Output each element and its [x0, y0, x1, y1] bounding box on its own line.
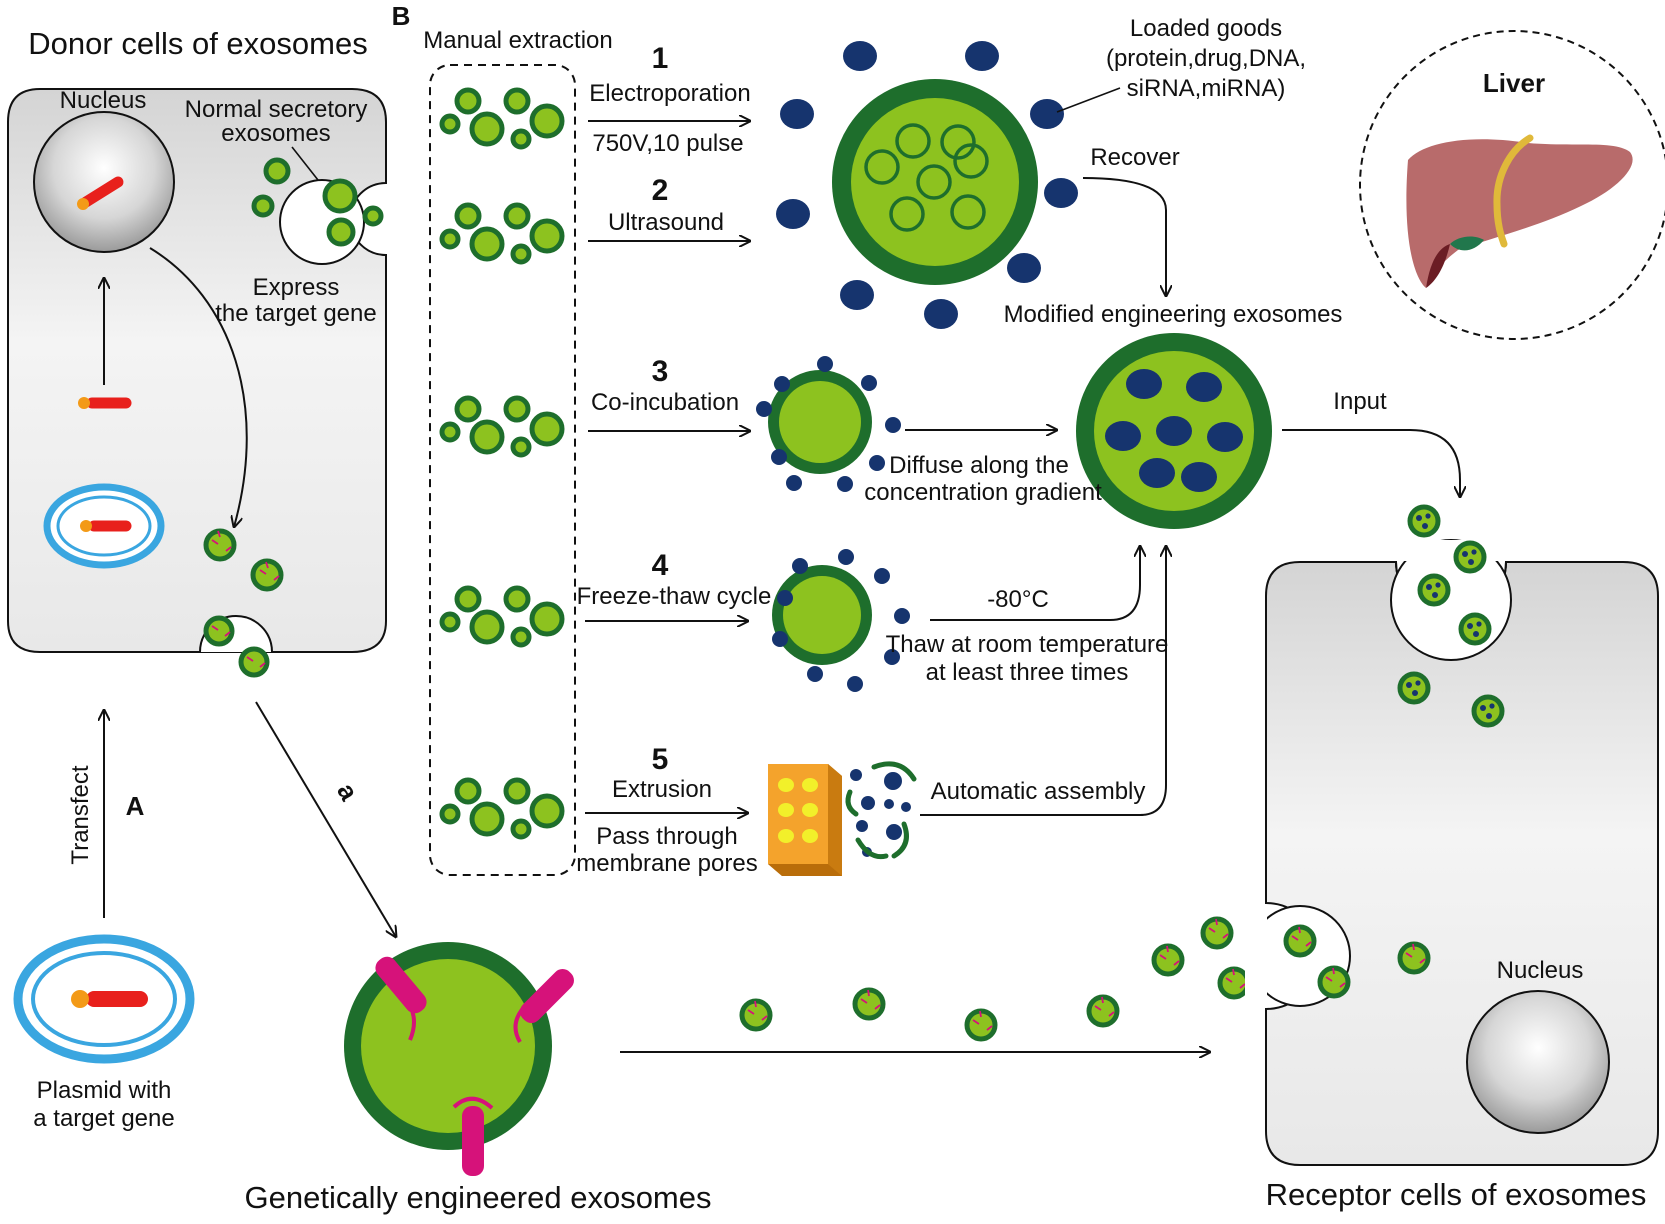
donor-nucleus-label: Nucleus [60, 87, 147, 114]
coincubation-exosome [756, 356, 901, 492]
engineered-exosome-large [344, 942, 574, 1176]
liver-icon [1406, 134, 1633, 288]
transfect-label: Transfect [67, 765, 94, 864]
input-arrow [1282, 429, 1460, 497]
method-5-detail-1: Pass through [596, 823, 737, 850]
method-5-name: Extrusion [612, 776, 712, 803]
method-5-number: 5 [652, 743, 669, 776]
liver-title: Liver [1483, 68, 1545, 98]
arrow-a [255, 701, 396, 937]
express-label-1: Express [253, 274, 340, 301]
membrane-filter-icon [768, 764, 842, 876]
donor-engineered-exosomes [203, 528, 284, 678]
method-5-detail-2: membrane pores [576, 850, 757, 877]
loaded-exosome [832, 79, 1038, 285]
method-1-name: Electroporation [589, 80, 750, 107]
receptor-nucleus-label: Nucleus [1497, 957, 1584, 984]
input-label: Input [1333, 388, 1387, 415]
recover-arrow [1082, 177, 1166, 296]
method-3-detail-1: Diffuse along the [889, 452, 1069, 479]
method-4-name: Freeze-thaw cycle [577, 583, 772, 610]
method-1-number: 1 [652, 42, 669, 75]
plasmid-label-2: a target gene [33, 1105, 174, 1132]
donor-title: Donor cells of exosomes [28, 26, 367, 61]
method-5-assembly: Automatic assembly [931, 778, 1146, 805]
express-label-2: the target gene [215, 300, 376, 327]
loaded-goods-label-3: siRNA,miRNA) [1127, 75, 1286, 102]
method-3-number: 3 [652, 355, 669, 388]
traveling-exosomes [739, 916, 1251, 1042]
receptor-cargo-exosomes [1397, 504, 1505, 728]
normal-exosomes [251, 157, 384, 247]
modified-exosome [1076, 333, 1272, 529]
donor-plasmid-icon [43, 483, 165, 569]
arrow-a-label: a [331, 778, 364, 806]
method-2-name: Ultrasound [608, 209, 724, 236]
engineered-title: Genetically engineered exosomes [245, 1180, 712, 1215]
manual-extraction-label: Manual extraction [423, 27, 612, 54]
express-arrow [149, 247, 248, 527]
normal-secretory-pointer [291, 146, 319, 181]
freeze-thaw-exosome [772, 549, 910, 692]
loaded-goods-label-1: Loaded goods [1130, 15, 1282, 42]
recover-label: Recover [1090, 144, 1179, 171]
method-4-number: 4 [652, 549, 669, 582]
assembly-arrow [920, 546, 1166, 816]
method-1-detail: 750V,10 pulse [592, 130, 743, 157]
cytoplasm-gene-icon [78, 397, 132, 409]
loaded-goods-pointer [1056, 87, 1121, 113]
method-3-name: Co-incubation [591, 389, 739, 416]
panel-a-letter: A [126, 791, 145, 821]
panel-b-letter: B [392, 1, 411, 31]
plasmid-label-1: Plasmid with [37, 1077, 172, 1104]
receptor-engineered-exosomes [1283, 924, 1431, 999]
receptor-pocket-opening-side [1245, 908, 1267, 1004]
normal-secretory-label-2: exosomes [221, 120, 330, 147]
extracted-exosome-groups [439, 87, 565, 840]
cargo-molecules [776, 41, 1078, 329]
receptor-title: Receptor cells of exosomes [1266, 1177, 1647, 1212]
plasmid-icon [13, 934, 195, 1064]
donor-nucleus [33, 111, 175, 253]
freeze-thaw-arrow [930, 546, 1140, 621]
membrane-fragments [845, 761, 917, 860]
method-2-number: 2 [652, 174, 669, 207]
loaded-goods-label-2: (protein,drug,DNA, [1106, 45, 1306, 72]
receptor-nucleus [1466, 990, 1610, 1134]
modified-exosome-label: Modified engineering exosomes [1004, 301, 1343, 328]
method-4-detail-1: Thaw at room temperature [886, 631, 1169, 658]
receptor-pocket-opening-top [1388, 540, 1514, 561]
method-3-detail-2: concentration gradient [864, 479, 1102, 506]
method-4-detail-2: at least three times [926, 659, 1129, 686]
nuclear-gene-icon [77, 176, 124, 210]
method-4-temp: -80°C [987, 586, 1049, 613]
normal-secretory-label-1: Normal secretory [185, 96, 368, 123]
manual-extraction-box [429, 64, 576, 876]
